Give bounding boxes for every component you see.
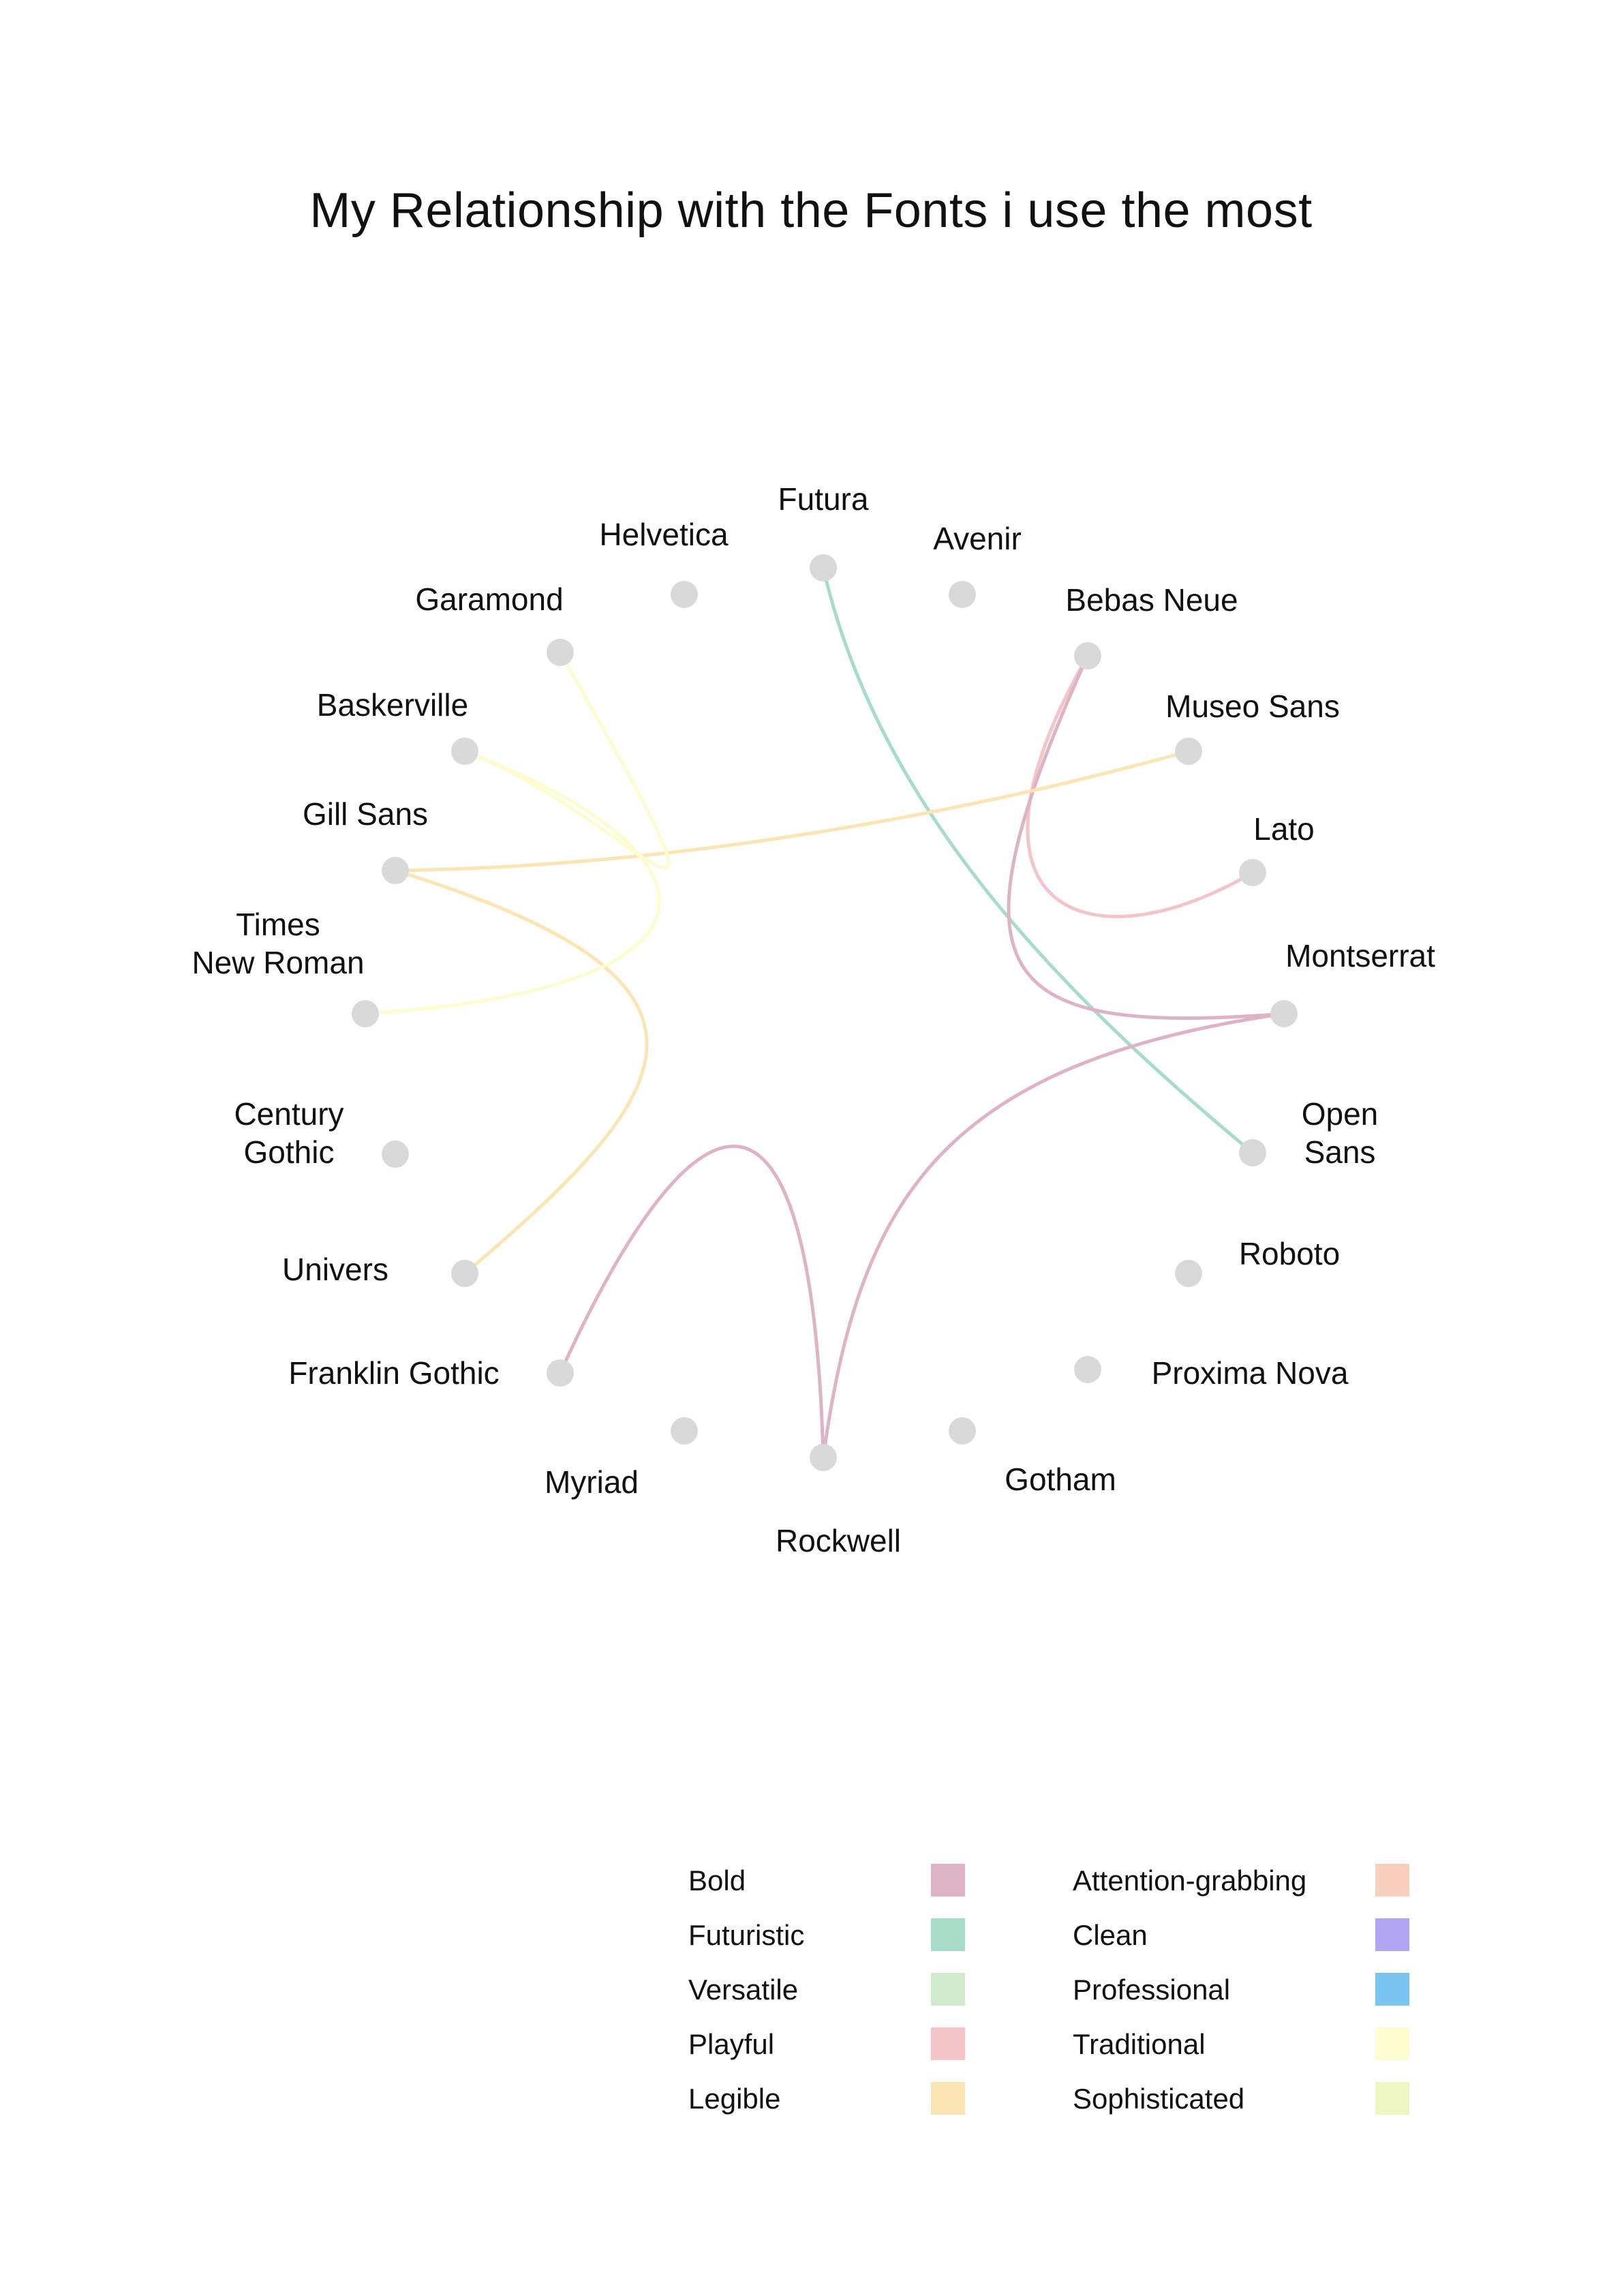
link-bebas-lato [1026, 654, 1255, 918]
node-helvetica [671, 581, 698, 608]
node-label-line: Montserrat [1285, 938, 1435, 973]
legend-swatch [931, 2082, 965, 2115]
node-label-lato: Lato [1253, 811, 1315, 847]
links-layer [363, 566, 1286, 1460]
node-label-line: Helvetica [599, 517, 729, 552]
node-label-univers: Univers [282, 1252, 388, 1287]
node-myriad [671, 1417, 698, 1445]
legend-label: Clean [1073, 1919, 1148, 1951]
legend-swatch [1375, 1918, 1409, 1951]
node-roboto [1175, 1260, 1202, 1287]
node-label-gotham: Gotham [1005, 1462, 1116, 1497]
node-museo [1175, 738, 1202, 765]
node-label-franklin: Franklin Gothic [288, 1355, 499, 1391]
node-label-line: Univers [282, 1252, 388, 1287]
node-label-line: Sans [1304, 1134, 1376, 1170]
node-montserrat [1270, 1000, 1298, 1027]
node-label-bebas: Bebas Neue [1065, 582, 1238, 618]
node-rockwell [810, 1444, 837, 1471]
link-rockwell-franklin [558, 1145, 825, 1460]
node-label-baskerville: Baskerville [317, 687, 468, 723]
legend-swatch [931, 1973, 965, 2006]
node-label-line: Museo Sans [1165, 689, 1340, 724]
node-univers [451, 1260, 478, 1287]
link-montserrat-rockwell [821, 1012, 1286, 1460]
node-label-gill: Gill Sans [303, 796, 428, 832]
node-label-museo: Museo Sans [1165, 689, 1340, 724]
node-label-futura: Futura [778, 481, 869, 517]
link-bebas-montserrat [1007, 654, 1286, 1021]
legend-label: Attention-grabbing [1073, 1864, 1306, 1897]
node-label-line: Baskerville [317, 687, 468, 723]
node-label-helvetica: Helvetica [599, 517, 729, 552]
node-label-line: Gill Sans [303, 796, 428, 832]
legend-swatch [1375, 1864, 1409, 1897]
legend-label: Bold [688, 1864, 746, 1897]
node-label-avenir: Avenir [933, 521, 1022, 556]
legend-label: Traditional [1073, 2028, 1206, 2060]
legend-label: Versatile [688, 1974, 798, 2006]
chart-title: My Relationship with the Fonts i use the… [309, 183, 1313, 238]
legend-swatch [1375, 1973, 1409, 2006]
node-baskerville [451, 738, 478, 765]
link-gill-univers [393, 868, 649, 1275]
node-label-line: Open [1302, 1096, 1379, 1132]
node-bebas [1074, 642, 1101, 669]
legend-swatch [1375, 2082, 1409, 2115]
node-futura [810, 554, 837, 581]
node-label-roboto: Roboto [1239, 1236, 1340, 1271]
legend-label: Legible [688, 2083, 780, 2115]
node-label-line: Proxima Nova [1152, 1355, 1349, 1391]
node-label-line: Futura [778, 481, 869, 517]
legend-label: Sophisticated [1073, 2083, 1244, 2115]
node-label-rockwell: Rockwell [776, 1523, 901, 1558]
node-label-line: Franklin Gothic [288, 1355, 499, 1391]
node-gill [382, 857, 409, 884]
node-label-proxima: Proxima Nova [1152, 1355, 1349, 1391]
legend-label: Professional [1073, 1974, 1230, 2006]
legend-swatch [1375, 2027, 1409, 2060]
node-label-line: Gotham [1005, 1462, 1116, 1497]
node-century [382, 1141, 409, 1168]
node-label-montserrat: Montserrat [1285, 938, 1435, 973]
node-avenir [949, 581, 976, 608]
node-times [352, 1000, 379, 1027]
legend-label: Futuristic [688, 1919, 804, 1951]
node-label-line: Avenir [933, 521, 1022, 556]
node-label-line: Myriad [545, 1464, 639, 1500]
node-label-myriad: Myriad [545, 1464, 639, 1500]
legend-swatch [931, 1918, 965, 1951]
node-opensans [1239, 1139, 1266, 1166]
link-futura-opensans [821, 566, 1255, 1155]
link-garamond-baskerville [463, 650, 671, 870]
link-baskerville-times [363, 749, 661, 1016]
node-franklin [547, 1359, 574, 1387]
legend-swatch [931, 2027, 965, 2060]
node-label-line: Times [236, 907, 320, 942]
node-proxima [1074, 1356, 1101, 1383]
node-label-line: Gothic [244, 1134, 335, 1170]
node-label-line: New Roman [192, 945, 364, 980]
node-lato [1239, 859, 1266, 886]
node-label-line: Roboto [1239, 1236, 1340, 1271]
nodes-layer [352, 554, 1298, 1471]
node-garamond [547, 639, 574, 666]
node-label-line: Bebas Neue [1065, 582, 1238, 618]
node-label-line: Rockwell [776, 1523, 901, 1558]
node-label-line: Lato [1253, 811, 1315, 847]
link-gill-museo [393, 749, 1191, 873]
node-label-garamond: Garamond [415, 581, 563, 617]
node-gotham [949, 1417, 976, 1445]
legend-swatch [931, 1864, 965, 1897]
node-label-line: Century [234, 1096, 343, 1132]
node-label-line: Garamond [415, 581, 563, 617]
legend-label: Playful [688, 2028, 774, 2060]
